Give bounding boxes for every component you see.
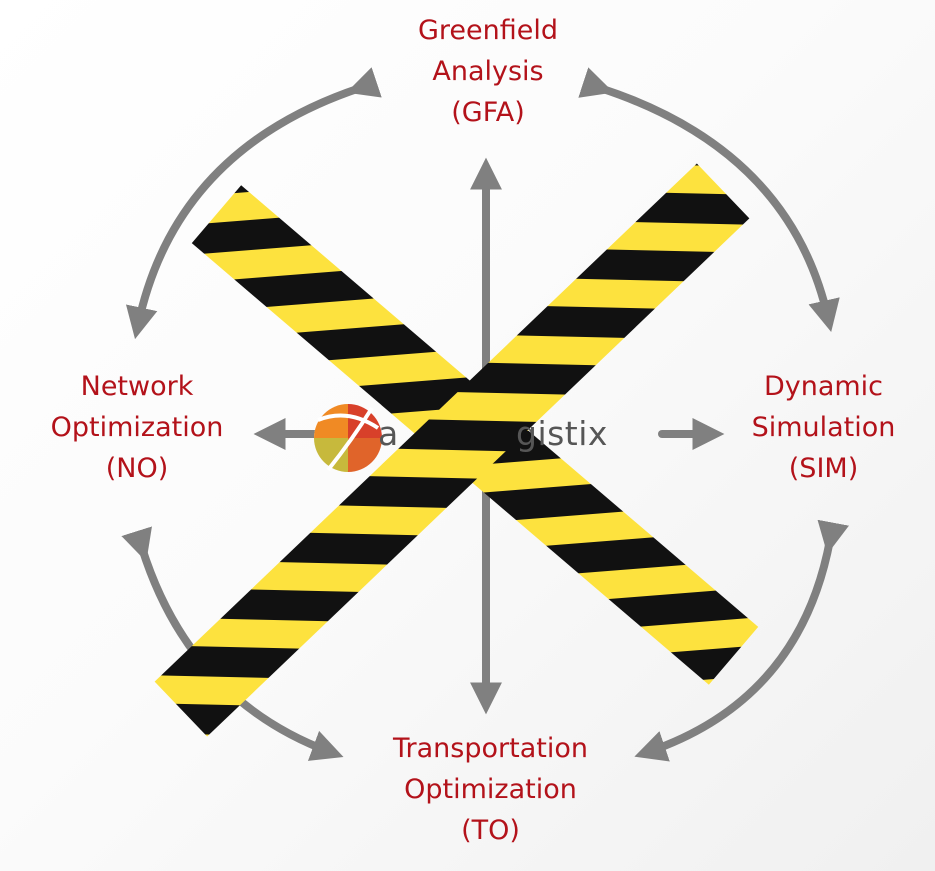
logo-icon [314,404,382,472]
node-label-line: (TO) [461,815,520,846]
hazard-tape-right-diagonal [154,163,750,737]
node-greenfield-analysis: Greenfield Analysis (GFA) [338,10,638,133]
node-label-line: (GFA) [451,97,525,128]
node-label-line: (NO) [105,453,169,484]
node-label-line: Transportation [393,733,588,764]
node-label-line: Greenfield [417,15,559,46]
node-network-optimization: Network Optimization (NO) [12,366,262,489]
node-label-line: Optimization [50,412,224,443]
arrow-sim-to [634,519,849,762]
arrow-gfa-sim [578,67,840,333]
node-label-line: Dynamic [763,371,884,402]
logo-wordmark-start: a [378,414,399,453]
node-label-line: (SIM) [788,453,859,484]
node-label-line: Optimization [404,774,577,805]
node-transportation-optimization: Transportation Optimization (TO) [318,728,663,851]
straight-arrows [253,157,725,715]
hazard-tape-cross [154,163,759,737]
node-label-line: Analysis [432,56,544,87]
node-label-line: Network [80,371,194,402]
node-dynamic-simulation: Dynamic Simulation (SIM) [712,366,935,489]
arrow-gfa-no [125,67,382,340]
logo-wordmark-end: gistix [516,414,608,453]
node-label-line: Simulation [751,412,896,443]
